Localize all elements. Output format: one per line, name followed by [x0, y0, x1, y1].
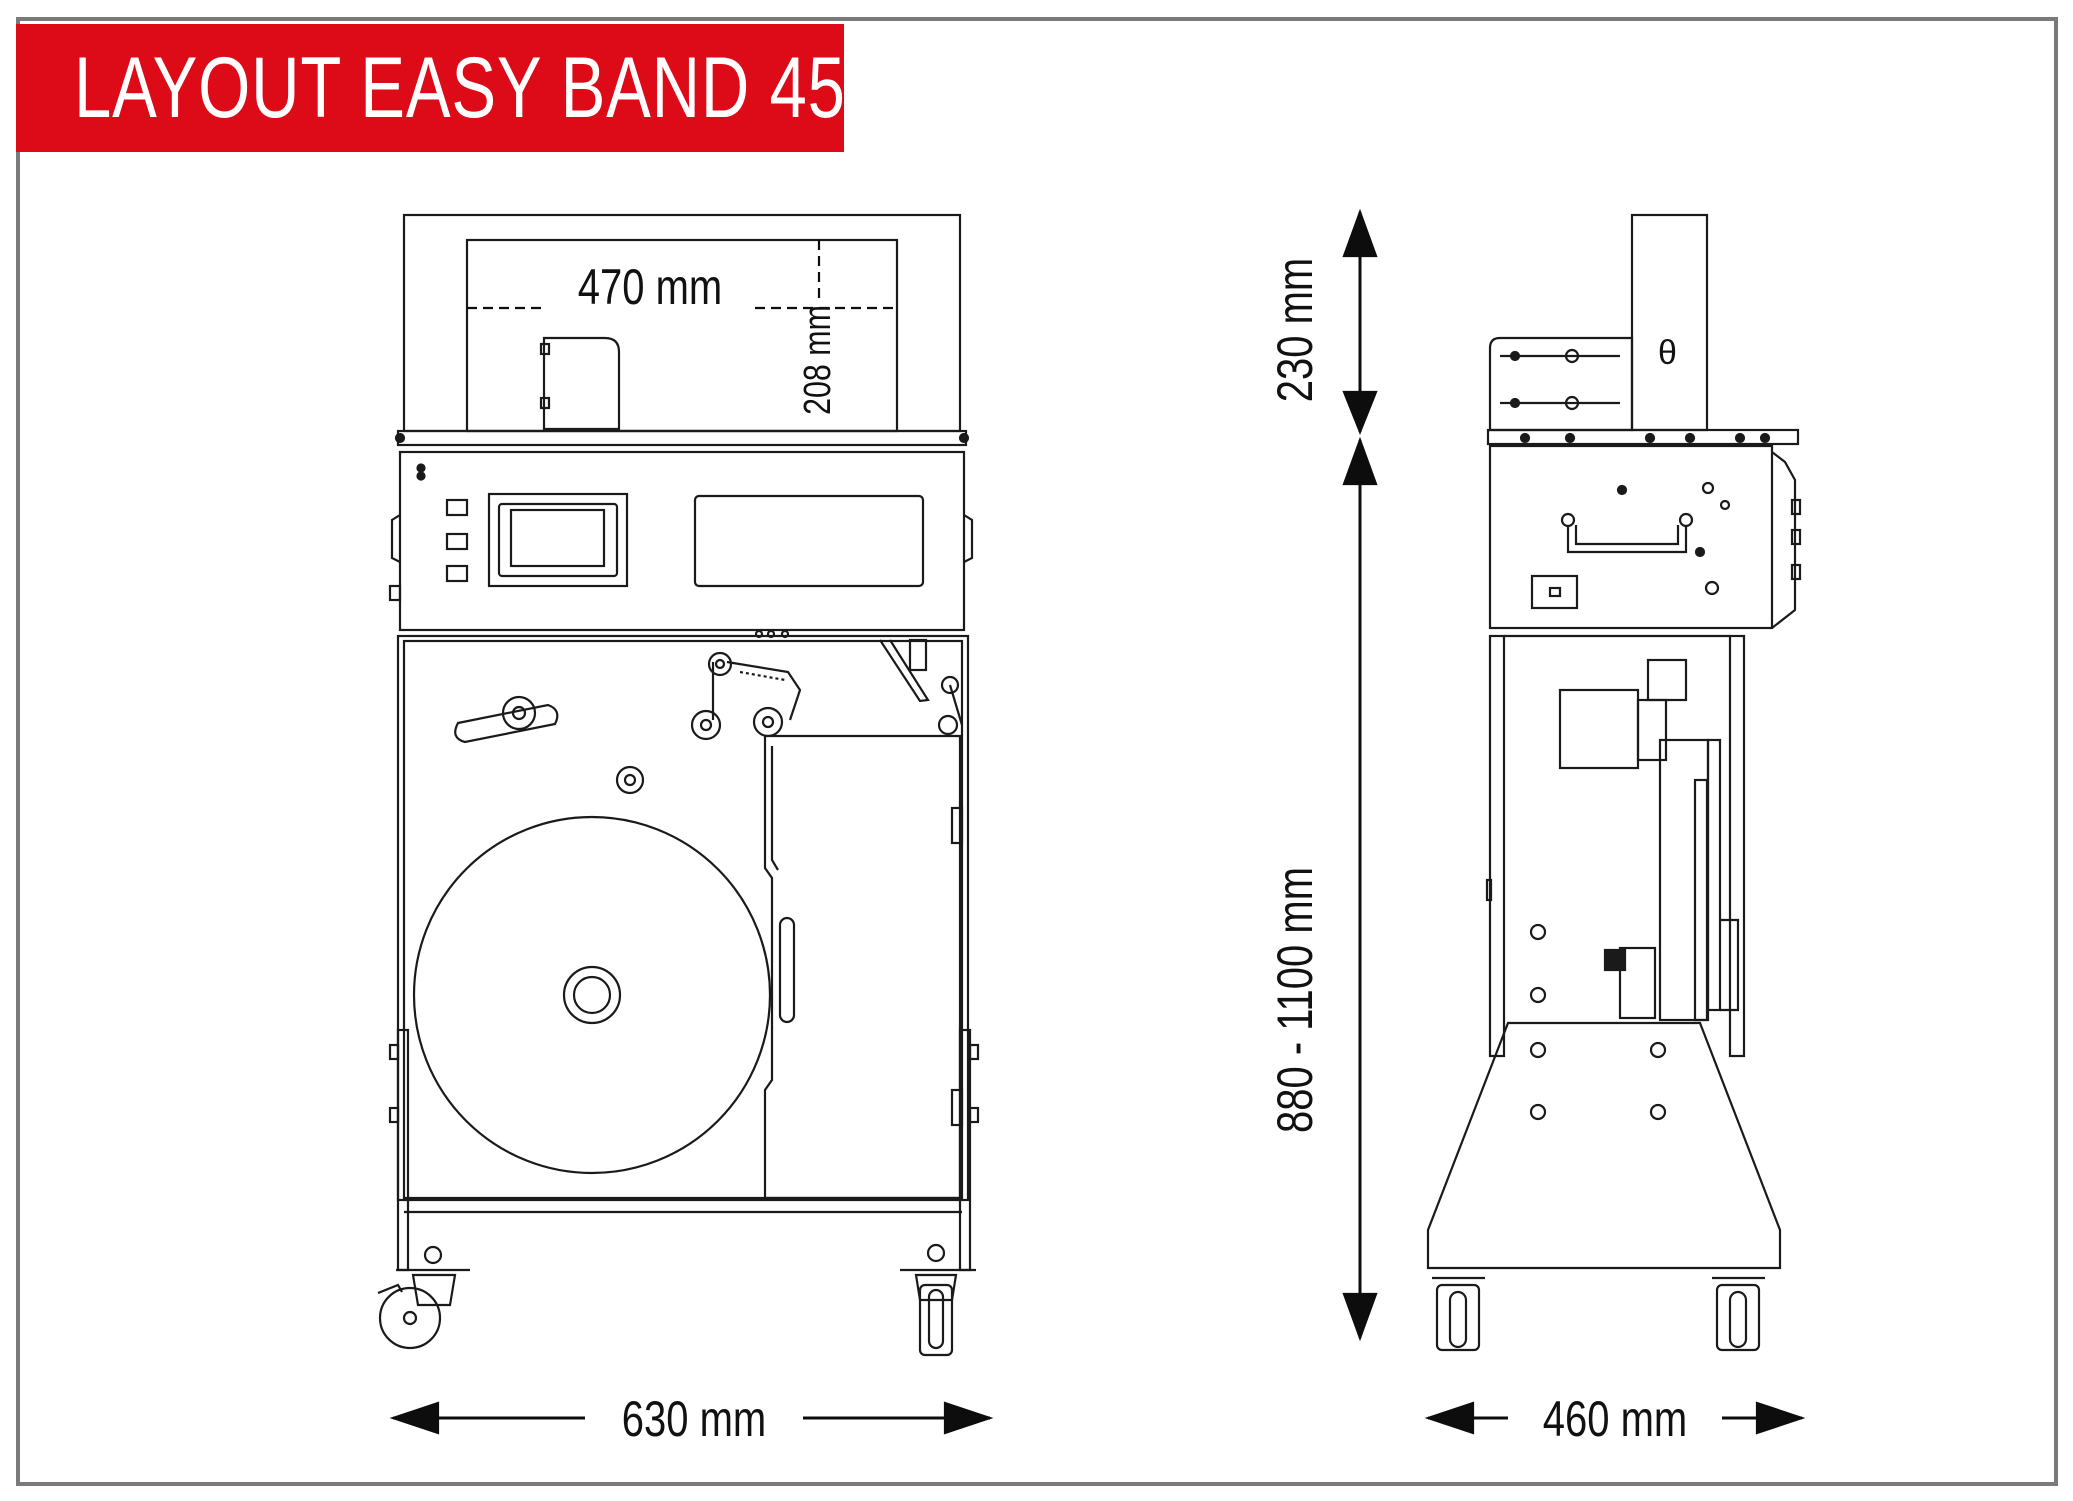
- side-housing: [1488, 444, 1774, 630]
- page-title: LAYOUT EASY BAND 45B: [74, 39, 892, 136]
- outer-frame: [16, 17, 2058, 1486]
- motor-block: [1558, 688, 1640, 770]
- side-caster-left: [1432, 1276, 1485, 1352]
- control-button: [445, 498, 469, 517]
- control-button: [445, 532, 469, 551]
- strap-coil: [412, 815, 772, 1175]
- overall-width-label: 630 mm: [622, 1391, 766, 1447]
- tension-arm: [454, 703, 559, 744]
- side-top-height-label: 230 mm: [1267, 258, 1323, 402]
- caster-right: [900, 1243, 976, 1357]
- title-banner-bg: [16, 24, 844, 152]
- side-handle: [1566, 525, 1688, 554]
- arch-width-label: 470 mm: [578, 259, 722, 315]
- arch-height-label: 208 mm: [797, 305, 839, 415]
- display-screen: [497, 502, 619, 578]
- display-screen-frame: [487, 492, 629, 588]
- side-caster-right: [1712, 1276, 1765, 1352]
- side-depth-label: 460 mm: [1543, 1391, 1687, 1447]
- cabinet: [396, 634, 970, 1202]
- info-panel: [693, 494, 925, 588]
- side-table-height-label: 880 - 1100 mm: [1267, 867, 1323, 1133]
- arch-frame: [402, 213, 962, 433]
- arch-column-symbol: θ: [1658, 334, 1677, 372]
- coil-hub: [562, 965, 622, 1025]
- control-housing: [398, 450, 966, 632]
- cabinet-door: [763, 734, 962, 1200]
- front-view: [377, 213, 980, 1357]
- control-button: [445, 564, 469, 583]
- arch-column: [1630, 213, 1709, 432]
- table-top: [396, 429, 968, 447]
- guide-plate: [542, 336, 621, 431]
- title-banner: LAYOUT EASY BAND 45B: [16, 24, 890, 152]
- caster-left: [377, 1245, 470, 1350]
- base-plate: [1426, 1021, 1782, 1270]
- side-view: θ: [1426, 213, 1802, 1352]
- dimensions: [389, 208, 1806, 1435]
